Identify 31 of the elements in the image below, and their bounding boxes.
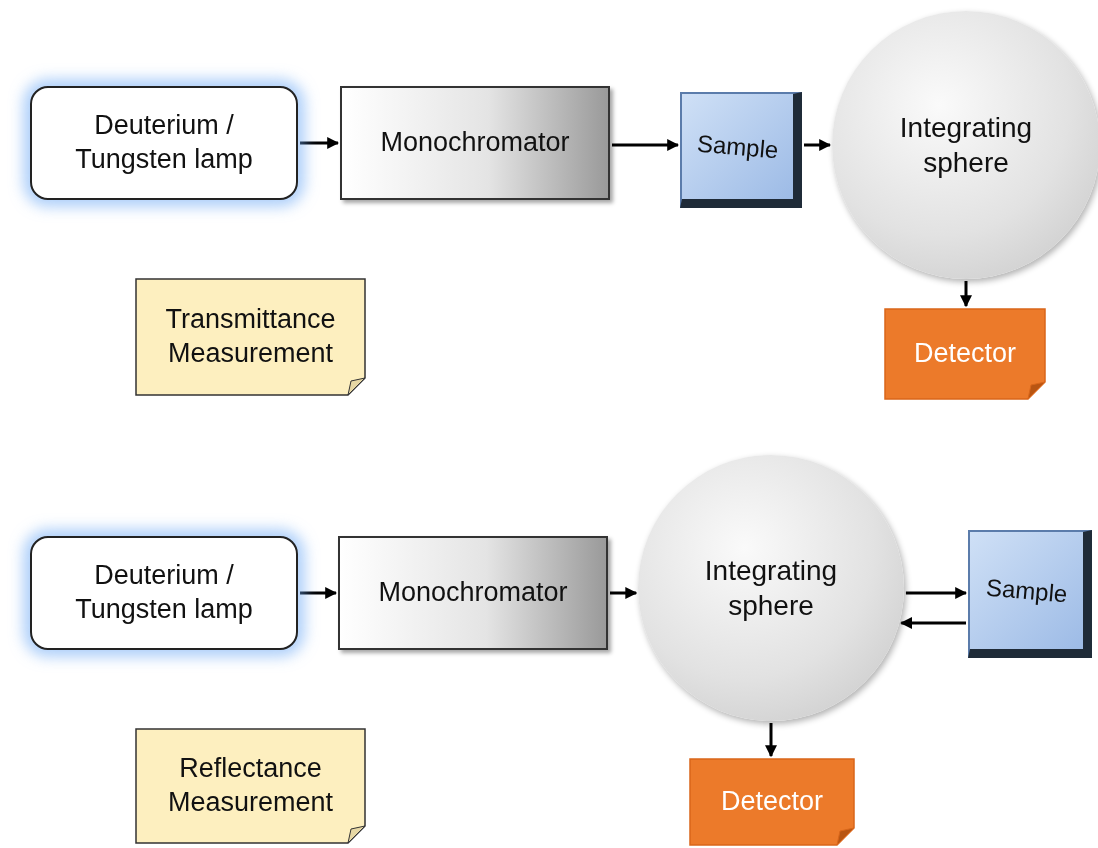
arrow <box>765 723 777 758</box>
arrow <box>300 137 340 149</box>
node-label: Sample <box>695 128 780 165</box>
node-label: Integrating sphere <box>703 554 839 623</box>
sample-slide <box>968 530 1092 658</box>
node-label: Integrating sphere <box>898 111 1034 180</box>
note-card <box>135 728 366 844</box>
arrow <box>905 587 968 599</box>
light-source-box <box>30 536 298 650</box>
node-label: Deuterium / Tungsten lamp <box>74 109 254 176</box>
node-label: Reflectance Measurement <box>166 752 335 819</box>
node-label: Deuterium / Tungsten lamp <box>74 559 254 626</box>
node-label: Monochromator <box>380 126 570 160</box>
node-label: Detector <box>720 785 823 819</box>
arrow <box>804 139 832 151</box>
light-source-box <box>30 86 298 200</box>
monochromator-box <box>340 86 610 200</box>
node-label: Sample <box>984 572 1069 609</box>
note-card <box>135 278 366 396</box>
arrow <box>300 587 338 599</box>
arrow <box>960 281 972 308</box>
node-label: Transmittance Measurement <box>164 303 337 370</box>
detector-box <box>689 758 855 846</box>
arrow <box>610 587 638 599</box>
detector-box <box>884 308 1046 400</box>
node-label: Monochromator <box>378 576 568 610</box>
monochromator-box <box>338 536 608 650</box>
node-label: Detector <box>913 337 1016 371</box>
sample-slide <box>680 92 802 208</box>
arrow <box>900 617 966 629</box>
arrow <box>612 139 680 151</box>
